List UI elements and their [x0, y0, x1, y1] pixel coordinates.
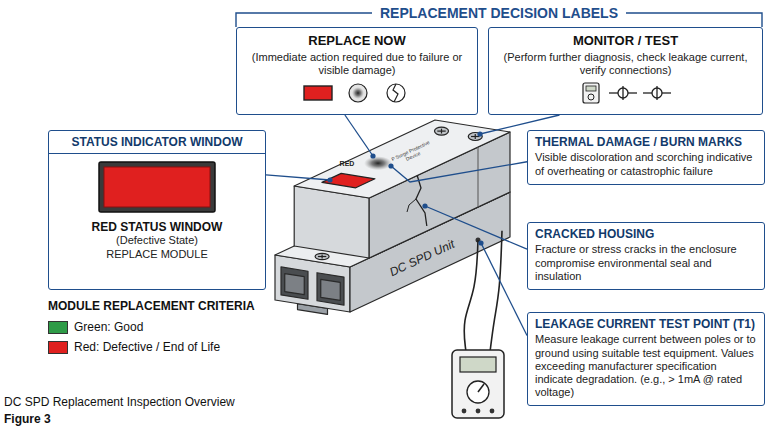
figure-number: Figure 3 [4, 412, 51, 426]
box-text: Fracture or stress cracks in the enclosu… [535, 243, 757, 283]
leader-line [391, 162, 527, 182]
callout-box: LEAKAGE CURRENT TEST POINT (T1) Measure l… [527, 312, 765, 406]
terminal-opening [281, 267, 308, 299]
box-text: Visible discoloration and scorching indi… [535, 151, 757, 177]
device-marking: RED [340, 160, 355, 167]
box-text: Measure leakage current between poles or… [535, 333, 757, 399]
leader-dot [327, 177, 332, 182]
box-text: RED STATUS WINDOW [49, 220, 265, 234]
leader-dot [477, 131, 482, 136]
device-marking: P Surge Protective Device [391, 140, 434, 168]
housing-crack [407, 199, 416, 212]
terminal-screw [315, 253, 329, 259]
legend-text: Green: Good [74, 320, 143, 334]
callout-box: CRACKED HOUSING Fracture or stress cracks… [527, 222, 765, 290]
legend-swatch [48, 321, 68, 334]
legend-swatch [48, 341, 68, 354]
callout-box: THERMAL DAMAGE / BURN MARKS Visible disco… [527, 130, 765, 185]
leader-lines [266, 115, 560, 336]
title-row: REPLACEMENT DECISION LABELS [236, 4, 762, 22]
box-heading: MONITOR / TEST [497, 33, 754, 49]
decision-box: REPLACE NOW (Immediate action required du… [236, 27, 478, 115]
box-heading: THERMAL DAMAGE / BURN MARKS [535, 135, 757, 149]
decision-box: MONITOR / TEST (Perform further diagnosis… [488, 27, 763, 115]
module-seam [478, 147, 479, 207]
icon-row [245, 82, 469, 106]
legend-item: Red: Defective / End of Life [48, 337, 220, 357]
leader-dot [370, 153, 375, 158]
burn-mark [364, 156, 392, 170]
terminal-screw [435, 127, 449, 135]
housing-crack [416, 176, 427, 227]
box-text: (Immediate action required due to failur… [245, 51, 469, 77]
status-window-picture [49, 154, 265, 218]
leader-dot [422, 203, 427, 208]
box-heading: REPLACE NOW [245, 33, 469, 49]
icon-row [497, 82, 754, 106]
terminal-clamp [285, 274, 305, 295]
device-name: DC SPD Unit [387, 237, 456, 279]
diagram-title: REPLACEMENT DECISION LABELS [372, 5, 626, 21]
box-heading: STATUS INDICATOR WINDOW [49, 131, 265, 154]
status-box: STATUS INDICATOR WINDOW RED STATUS WINDOW… [48, 130, 266, 290]
legend-text: Red: Defective / End of Life [74, 340, 220, 354]
box-text: (Perform further diagnosis, check leakag… [497, 51, 754, 77]
status-window [322, 173, 375, 187]
multimeter [452, 231, 504, 418]
legend-heading: MODULE REPLACEMENT CRITERIA [48, 299, 255, 313]
leader-dot [388, 163, 393, 168]
legend-item: Green: Good [48, 317, 220, 337]
box-heading: CRACKED HOUSING [535, 227, 757, 241]
leader-line [481, 243, 527, 336]
box-heading: LEAKAGE CURRENT TEST POINT (T1) [535, 317, 757, 331]
leader-line [345, 115, 373, 156]
legend: Green: GoodRed: Defective / End of Life [48, 317, 220, 357]
caption: DC SPD Replacement Inspection Overview [4, 395, 235, 409]
terminal-clamp [321, 279, 341, 300]
box-text: REPLACE MODULE [49, 248, 265, 262]
leader-line [266, 175, 330, 180]
leader-dot [478, 240, 483, 245]
box-text: (Defective State) [49, 234, 265, 248]
terminal-opening [317, 273, 344, 305]
